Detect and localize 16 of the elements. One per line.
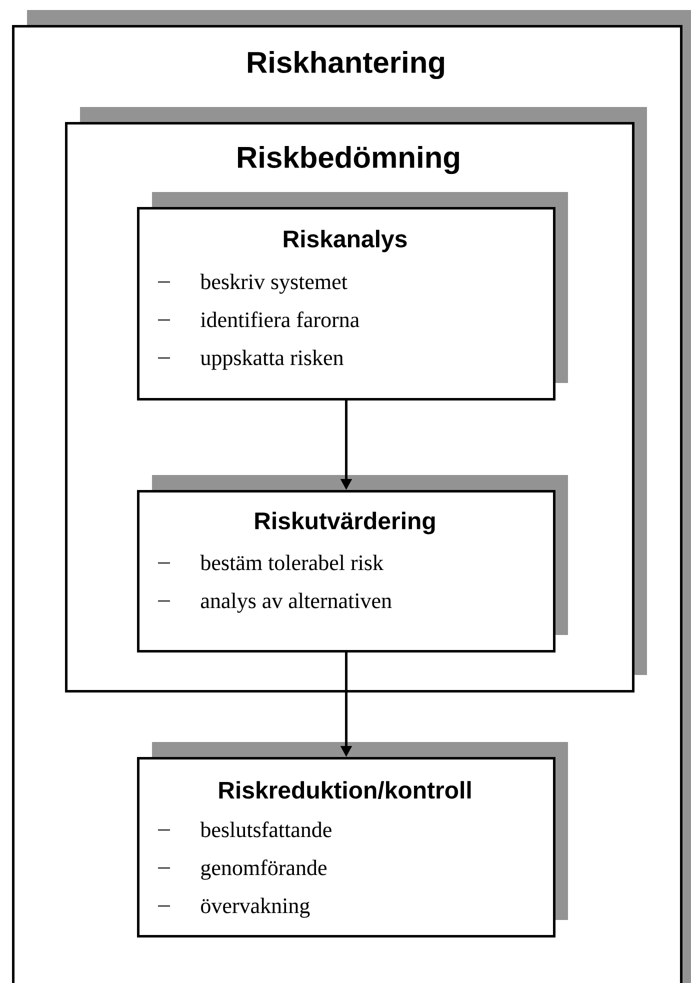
list-item: bestäm tolerabel risk xyxy=(200,554,384,570)
list-item: analys av alternativen xyxy=(200,592,392,613)
process-box xyxy=(137,757,556,938)
process-box xyxy=(137,490,556,652)
box-heading: Riskanalys xyxy=(284,230,407,252)
list-item: beslutsfattande xyxy=(200,822,332,838)
box-heading: Riskreduktion/kontroll xyxy=(219,781,471,799)
list-item: beskriv systemet xyxy=(200,274,348,294)
list-item: övervakning xyxy=(201,898,310,918)
box-heading: Riskutvärdering xyxy=(255,512,435,534)
box-heading: Riskhantering xyxy=(248,50,444,80)
list-item: genomförande xyxy=(201,860,326,880)
list-item: identifiera farorna xyxy=(200,312,360,328)
list-item: uppskatta risken xyxy=(200,350,344,370)
box-heading: Riskbedömning xyxy=(238,146,459,174)
process-box xyxy=(137,207,556,400)
